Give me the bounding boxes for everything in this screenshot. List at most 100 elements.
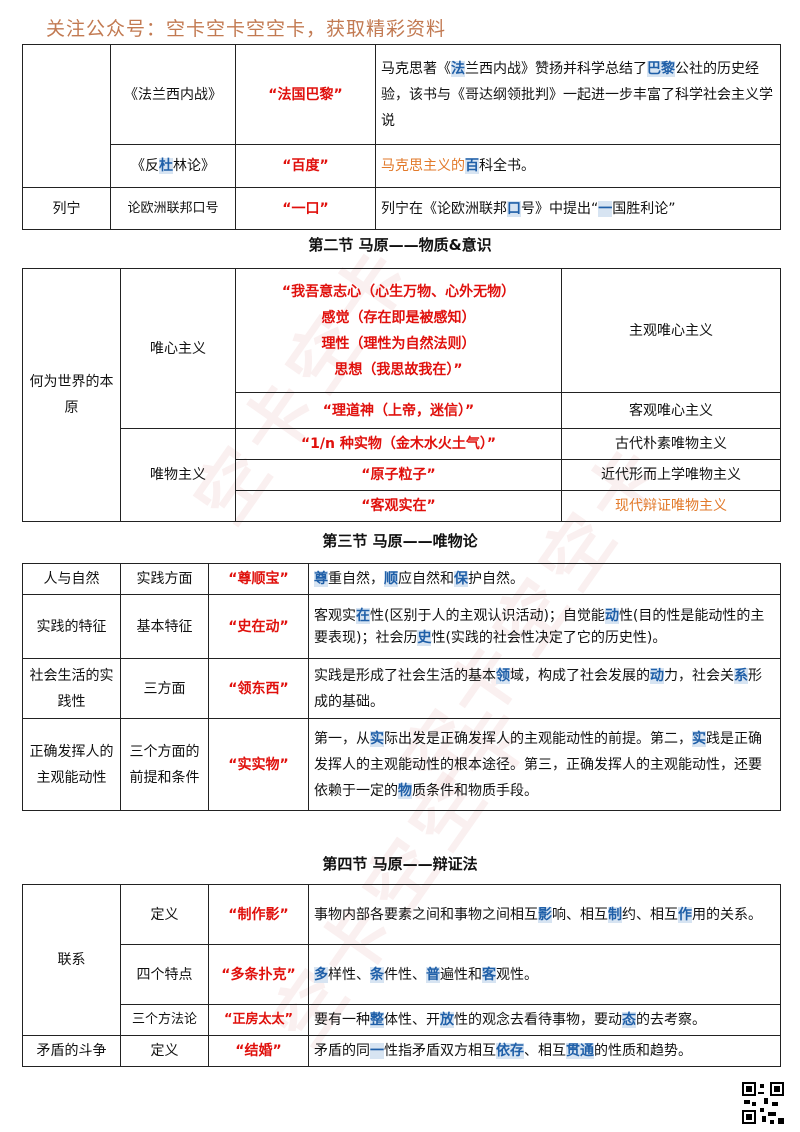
- highlight: 口: [507, 200, 521, 217]
- desc-cell: 事物内部各要素之间和事物之间相互影响、相互制约、相互作用的关系。: [308, 884, 781, 945]
- table-row: 实践的特征 基本特征 “史在动” 客观实在性(区别于人的主观认识活动)；自觉能动…: [22, 594, 781, 659]
- text: 马克思主义的: [381, 158, 465, 174]
- book-cell: 《反杜林论》: [110, 144, 236, 188]
- table-row: 《法兰西内战》 “法国巴黎” 马克思著《法兰西内战》赞扬并科学总结了巴黎公社的历…: [22, 44, 781, 188]
- table-dialectics: 联系 定义 “制作影” 事物内部各要素之间和事物之间相互影响、相互制约、相互作用…: [22, 884, 781, 1067]
- text: 重自然，: [328, 571, 384, 587]
- text: 林论》: [173, 158, 215, 174]
- aspect-cell: 三个方法论: [120, 1004, 209, 1036]
- highlight: 系: [734, 667, 748, 684]
- mnemonic-line: 理性（理性为自然法则）: [321, 335, 476, 352]
- table-materialism: 人与自然 实践方面 “尊顺宝” 尊重自然，顺应自然和保护自然。 实践的特征 基本…: [22, 563, 781, 811]
- qr-code-icon[interactable]: [740, 1080, 786, 1126]
- mnemonic-line: “我吾意志心（心生万物、心外无物）: [281, 283, 516, 300]
- highlight: 尊: [314, 571, 328, 587]
- mnemonic-cell: “法国巴黎”: [235, 44, 376, 145]
- highlight: 依存: [496, 1043, 524, 1059]
- mnemonic-cell: “多条扑克”: [208, 944, 309, 1005]
- highlight: 客: [482, 966, 496, 983]
- mnemonic-cell: “我吾意志心（心生万物、心外无物） 感觉（存在即是被感知） 理性（理性为自然法则…: [235, 268, 562, 393]
- topic-cell: 实践的特征: [22, 594, 121, 659]
- text: 性(实践的社会性决定了它的历史性)。: [431, 629, 667, 646]
- text: 力，社会关: [664, 667, 734, 684]
- aspect-cell: 定义: [120, 884, 209, 945]
- section-title: 第四节 马原——辩证法: [322, 855, 478, 873]
- mnemonic-cell: “正房太太”: [208, 1004, 309, 1036]
- table-row: 人与自然 实践方面 “尊顺宝” 尊重自然，顺应自然和保护自然。: [22, 563, 781, 595]
- aspect-cell: 四个特点: [120, 944, 209, 1005]
- highlight: 实: [370, 730, 384, 747]
- table-row: 社会生活的实践性 三方面 “领东西” 实践是形成了社会生活的基本领域，构成了社会…: [22, 658, 781, 719]
- section-title: 第三节 马原——唯物论: [322, 532, 478, 550]
- mnemonic-cell: “制作影”: [208, 884, 309, 945]
- table-marx-works: 《法兰西内战》 “法国巴黎” 马克思著《法兰西内战》赞扬并科学总结了巴黎公社的历…: [22, 44, 781, 230]
- highlight: 条: [370, 966, 384, 983]
- table-row: “理道神（上帝，迷信）” 客观唯心主义: [23, 392, 781, 429]
- table-row: 联系 定义 “制作影” 事物内部各要素之间和事物之间相互影响、相互制约、相互作用…: [22, 884, 781, 1036]
- text: 应自然和: [398, 571, 454, 587]
- highlight: 多: [314, 966, 328, 983]
- mnemonic-cell: “一口”: [235, 187, 376, 230]
- text: 矛盾的同: [314, 1043, 370, 1059]
- text: 性(目的性是能动性的主要表现)；社会历: [314, 607, 765, 646]
- text: 马克思著《: [381, 60, 451, 77]
- text: 公社的历史经验，该书与《哥达纲领批判》一起进一步丰富了科学社会主义学说: [381, 60, 773, 129]
- highlight: 制: [608, 906, 622, 923]
- aspect-cell: 定义: [120, 1035, 209, 1067]
- text: 践是正确发挥人的主观能动性的根本途径。第三，正确发挥人的主观能动性，还要依赖于一…: [314, 730, 762, 799]
- text: 际出发是正确发挥人的主观能动性的前提。第二，: [384, 730, 692, 747]
- highlight: 法: [451, 60, 465, 77]
- mnemonic-cell: “领东西”: [208, 658, 309, 719]
- highlight: 领: [496, 667, 510, 684]
- highlight: 杜: [159, 158, 173, 174]
- desc-cell: 尊重自然，顺应自然和保护自然。: [308, 563, 781, 595]
- type-cell: 现代辩证唯物主义: [561, 490, 781, 522]
- text: 质条件和物质手段。: [412, 782, 538, 799]
- desc-cell: 多样性、条件性、普遍性和客观性。: [308, 944, 781, 1005]
- mnemonic-line: 思想（我思故我在）”: [334, 361, 463, 378]
- mnemonic-cell: “实实物”: [208, 718, 309, 811]
- idealism-cell: 唯心主义: [120, 268, 236, 429]
- text: 护自然。: [468, 571, 524, 587]
- section-title: 第二节 马原——物质&意识: [308, 236, 492, 254]
- type-cell: 客观唯心主义: [561, 392, 781, 429]
- desc-cell: 实践是形成了社会生活的基本领域，构成了社会发展的动力，社会关系形成的基础。: [308, 658, 781, 719]
- table-row: 列宁 论欧洲联邦口号 “一口” 列宁在《论欧洲联邦口号》中提出“一国胜利论”: [22, 187, 781, 230]
- text: 《反: [131, 158, 159, 174]
- text: 国胜利论”: [612, 200, 676, 217]
- topic-cell: 正确发挥人的主观能动性: [22, 718, 121, 811]
- highlight: 普: [426, 966, 440, 983]
- highlight: 影: [538, 906, 552, 923]
- highlight: 放: [440, 1012, 454, 1028]
- table-row: 唯物主义 “1/n 种实物（金木水火土气）” 古代朴素唯物主义: [23, 428, 781, 522]
- mnemonic-cell: “客观实在”: [235, 490, 562, 522]
- topic-cell: 人与自然: [22, 563, 121, 595]
- type-cell: 近代形而上学唯物主义: [561, 459, 781, 491]
- table-row: 何为世界的本原 唯心主义 “我吾意志心（心生万物、心外无物） 感觉（存在即是被感…: [22, 268, 781, 522]
- type-cell: 古代朴素唯物主义: [561, 428, 781, 460]
- table-matter-consciousness: 何为世界的本原 唯心主义 “我吾意志心（心生万物、心外无物） 感觉（存在即是被感…: [22, 268, 781, 522]
- highlight: 保: [454, 571, 468, 587]
- text: 的性质和趋势。: [594, 1043, 692, 1059]
- text: 样性、: [328, 966, 370, 983]
- highlight: 顺: [384, 571, 398, 587]
- text: 响、相互: [552, 906, 608, 923]
- text: 科全书。: [479, 158, 535, 174]
- mnemonic-cell: “尊顺宝”: [208, 563, 309, 595]
- text: 第一，从: [314, 730, 370, 747]
- desc-cell: 矛盾的同一性指矛盾双方相互依存、相互贯通的性质和趋势。: [308, 1035, 781, 1067]
- highlight: 在: [356, 607, 370, 624]
- highlight: 整: [370, 1012, 384, 1028]
- table-row: 四个特点 “多条扑克” 多样性、条件性、普遍性和客观性。: [23, 944, 781, 1005]
- text: 实践是形成了社会生活的基本: [314, 667, 496, 684]
- highlight: 一: [598, 200, 613, 217]
- text: 性指矛盾双方相互: [384, 1043, 496, 1059]
- highlight: 史: [417, 629, 432, 646]
- person-cell: 列宁: [22, 187, 111, 230]
- text: 列宁在《论欧洲联邦: [381, 200, 507, 217]
- text: 观性。: [496, 966, 538, 983]
- text: 的去考察。: [636, 1012, 706, 1028]
- mnemonic-cell: “1/n 种实物（金木水火土气）”: [235, 428, 562, 460]
- highlight: 物: [398, 782, 412, 799]
- text: 形成的基础。: [314, 667, 762, 710]
